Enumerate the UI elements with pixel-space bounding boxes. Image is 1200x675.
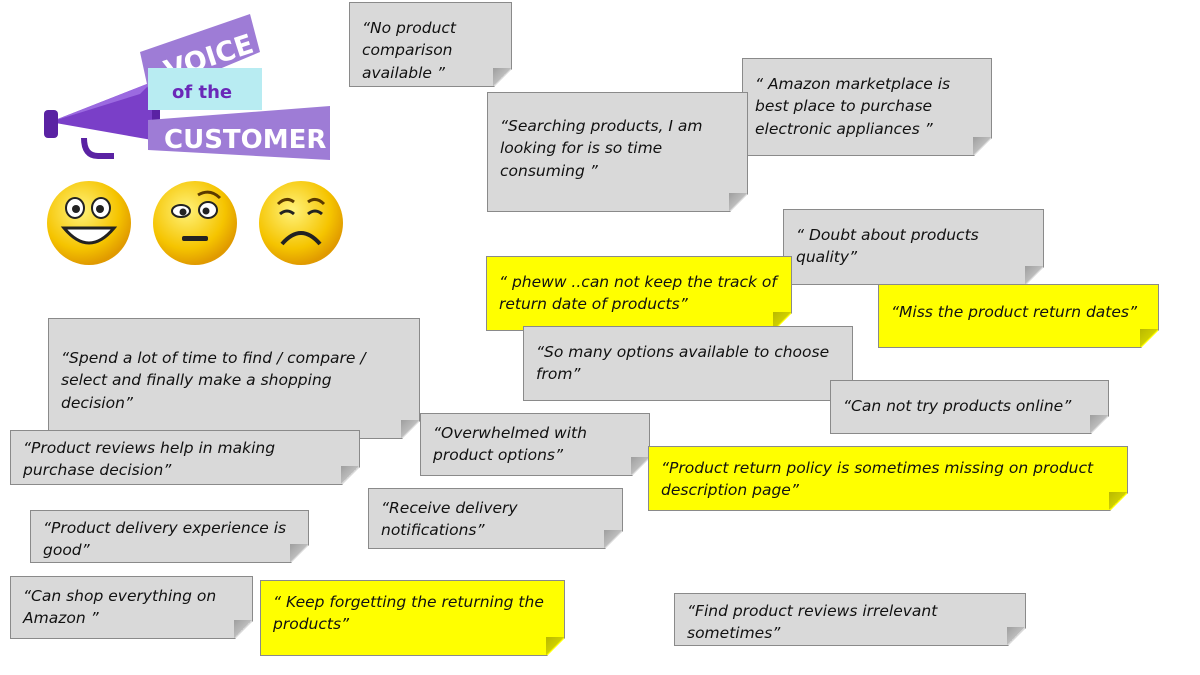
note-text: “Searching products, I am looking for is… (500, 117, 703, 180)
note-text: “Spend a lot of time to find / compare /… (61, 349, 366, 412)
note-spend-lot-of-time: “Spend a lot of time to find / compare /… (48, 318, 420, 439)
note-no-product-comparison: “No product comparison available ” (349, 2, 512, 87)
note-text: “ Amazon marketplace is best place to pu… (755, 75, 951, 138)
note-forgetting-returns: “ Keep forgetting the returning the prod… (260, 580, 565, 656)
note-text: “ Keep forgetting the returning the prod… (273, 593, 544, 634)
note-searching-time-consuming: “Searching products, I am looking for is… (487, 92, 748, 212)
note-many-options: “So many options available to choose fro… (523, 326, 853, 401)
customer-banner (148, 106, 330, 160)
of-the-banner (148, 68, 262, 110)
note-track-return-date: “ pheww ..can not keep the track of retu… (486, 256, 792, 331)
note-text: “Product reviews help in making purchase… (23, 439, 276, 480)
voice-of-the-customer-logo: VOICE of the CUSTOMER (44, 14, 330, 160)
note-text: “Can not try products online” (843, 397, 1072, 415)
note-miss-return-dates: “Miss the product return dates” (878, 284, 1159, 348)
logo-line2: of the (172, 82, 232, 103)
note-delivery-notifications: “Receive delivery notifications” (368, 488, 623, 549)
note-cannot-try-online: “Can not try products online” (830, 380, 1109, 434)
note-text: “Can shop everything on Amazon ” (23, 587, 217, 628)
note-doubt-quality: “ Doubt about products quality” (783, 209, 1044, 285)
note-delivery-experience: “Product delivery experience is good” (30, 510, 309, 563)
sad-face-icon (259, 181, 343, 265)
note-amazon-best-place: “ Amazon marketplace is best place to pu… (742, 58, 992, 156)
note-text: “Product return policy is sometimes miss… (661, 459, 1094, 500)
note-text: “Find product reviews irrelevant sometim… (687, 602, 938, 643)
note-text: “Miss the product return dates” (891, 303, 1138, 321)
note-text: “Receive delivery notifications” (381, 499, 518, 540)
happy-face-icon (47, 181, 131, 265)
note-text: “ pheww ..can not keep the track of retu… (499, 273, 777, 314)
neutral-face-icon (153, 181, 237, 265)
note-text: “Overwhelmed with product options” (433, 424, 587, 465)
note-shop-everything: “Can shop everything on Amazon ” (10, 576, 253, 639)
note-return-policy-missing: “Product return policy is sometimes miss… (648, 446, 1128, 511)
note-text: “So many options available to choose fro… (536, 343, 830, 384)
note-reviews-irrelevant: “Find product reviews irrelevant sometim… (674, 593, 1026, 646)
note-text: “No product comparison available ” (362, 19, 456, 82)
note-reviews-help: “Product reviews help in making purchase… (10, 430, 360, 485)
logo-line3: CUSTOMER (164, 125, 326, 155)
megaphone-icon (44, 76, 160, 159)
note-text: “ Doubt about products quality” (796, 226, 979, 267)
note-text: “Product delivery experience is good” (43, 519, 287, 560)
note-overwhelmed-options: “Overwhelmed with product options” (420, 413, 650, 476)
